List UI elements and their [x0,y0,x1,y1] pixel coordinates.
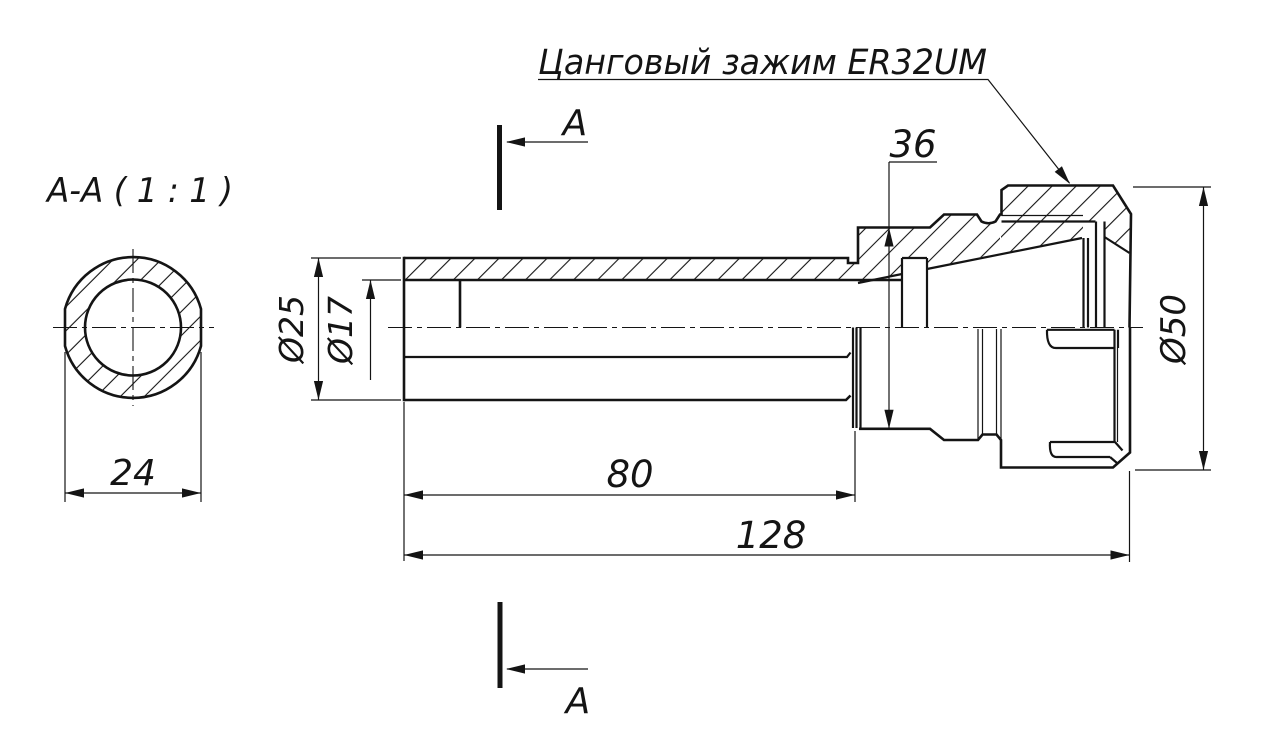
dim-shank-length: 80 [403,402,856,561]
dim-80-arrow-left [404,490,423,500]
dim-80-arrow-right [836,490,855,500]
nut-slot-bottom [1048,440,1124,464]
cut-arrow-top [506,137,525,147]
dim-flange-diameter: 36 [884,123,937,429]
dim-d25-arrow-top [313,258,324,277]
leader-text: Цанговый зажим ER32UM [538,43,987,83]
shank-wall-hatch [404,258,858,280]
main-view [388,184,1143,469]
section-outer-profile [63,255,203,400]
bearing-ring-clear [902,258,927,328]
dim-d50-arrow-bottom [1198,451,1209,470]
shank-bottom-outline [404,394,852,402]
dim-d17-text: Ø17 [321,296,360,366]
flange-hatch [858,215,1000,283]
dim-36-arrow-bottom [884,409,894,429]
section-cut-marks: A A [497,103,591,722]
nut-nose-cone [1103,236,1131,254]
dim-128-arrow-left [404,550,423,560]
dim-24-arrow-left [65,488,84,498]
dim-d50-lines [1133,186,1211,471]
dim-d50-text: Ø50 [1154,294,1194,366]
dim-shank-diameter: Ø25 [272,257,401,401]
nut-wedge-hatch [1001,221,1083,254]
dim-128-arrow-right [1110,550,1130,560]
dim-36-lines [888,161,937,429]
dim-across-flats: 24 [64,352,202,502]
nut-top-outline [1000,184,1133,328]
dim-128-text: 128 [736,514,807,557]
section-view-a-a: A-A ( 1 : 1 ) 24 [45,171,233,502]
section-centerlines [53,249,214,406]
collet-face-edges [1082,238,1090,328]
leader-arrow [1054,166,1074,187]
dim-24-text: 24 [110,453,156,494]
dim-80-lines [403,402,856,561]
nut-slot-middle [1045,328,1120,350]
clamp-nut [1000,184,1133,464]
cut-arrow-bottom [506,664,525,674]
bearing-ring-outline [900,256,929,328]
dim-d25-text: Ø25 [272,295,311,365]
dim-24-arrow-right [182,488,201,498]
dim-80-text: 80 [606,453,653,496]
collet-taper-line [857,236,1083,285]
relief-groove-edges [977,329,1002,440]
leader-line [538,78,1070,184]
dim-128-lines [404,471,1131,562]
cut-label-top: A [561,103,588,144]
section-view-title: A-A ( 1 : 1 ) [45,171,233,211]
dim-d17-arrow [365,280,376,299]
nut-nose-hatch [1104,221,1130,253]
dimensions: Ø25 Ø17 36 80 128 [272,123,1211,562]
wrench-flat-edge [404,351,852,359]
body-top-outline [404,213,1002,265]
dim-36-text: 36 [889,123,936,166]
cut-label-bottom: A [564,681,591,722]
dim-24-lines [64,352,202,502]
dim-d25-arrow-bottom [313,381,324,400]
washer-ring-edges [851,327,862,429]
dim-d50-arrow-top [1198,187,1209,206]
dim-total-length: 128 [404,471,1131,562]
dim-bore-diameter: Ø17 [321,279,401,380]
nut-lip-edges [1094,221,1106,328]
leader-callout: Цанговый зажим ER32UM [538,43,1074,187]
dim-d25-lines [311,257,401,401]
nut-band-hatch [1001,185,1131,222]
dim-nut-diameter: Ø50 [1133,186,1211,471]
